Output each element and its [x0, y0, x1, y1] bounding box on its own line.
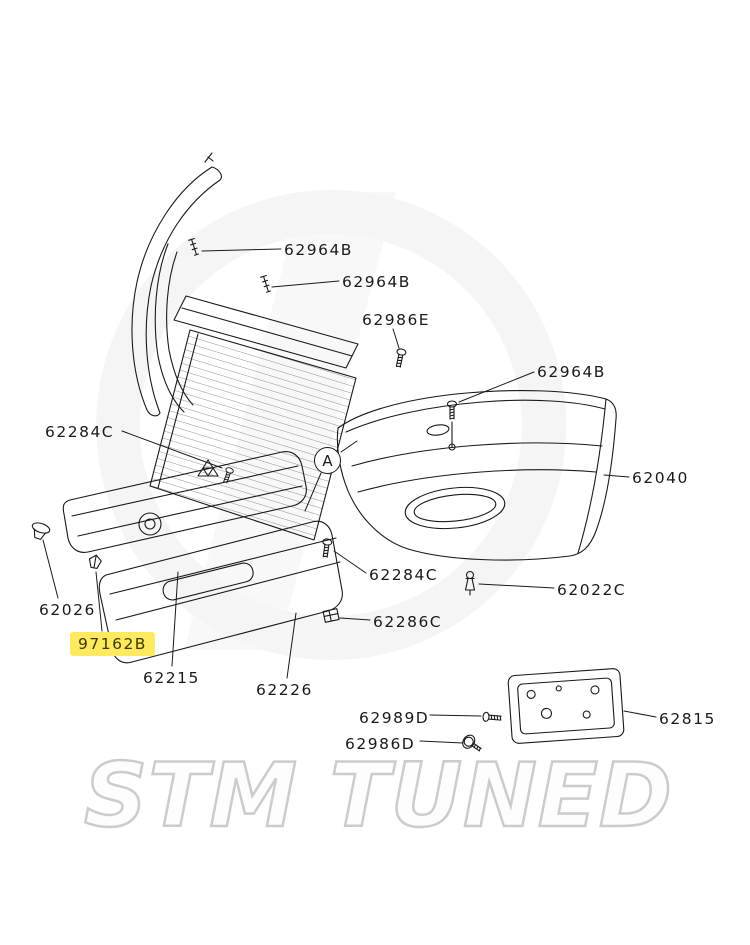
- part-label-62286c: 62286C: [373, 613, 443, 631]
- part-label-62964b-top: 62964B: [284, 241, 353, 259]
- fastener-icons: [31, 237, 502, 752]
- screw-icon-62989d: [482, 711, 502, 724]
- screw-icon-62986d: [462, 734, 482, 752]
- bumper-fascia-art: [336, 390, 617, 561]
- part-label-62040: 62040: [632, 469, 689, 487]
- part-label-62022c: 62022C: [557, 581, 627, 599]
- callout-a: A: [314, 447, 341, 474]
- part-label-62284c-bottom: 62284C: [369, 566, 439, 584]
- clip-icon-97162b: [88, 554, 102, 569]
- push-clip-icon-62022c: [464, 570, 476, 596]
- part-label-62284c-left: 62284C: [45, 423, 115, 441]
- cap-icon-62026: [31, 522, 51, 540]
- part-label-62964b-right: 62964B: [537, 363, 606, 381]
- part-label-62989d: 62989D: [359, 709, 430, 727]
- grille-header-art: [173, 295, 359, 369]
- license-plate-bracket-art: [507, 668, 625, 744]
- stm-tuned-watermark: STM TUNED: [83, 743, 673, 849]
- leader-lines: [42, 248, 657, 744]
- part-label-62226: 62226: [256, 681, 313, 699]
- clip-icon-62286c: [322, 608, 340, 623]
- part-label-62964b-mid: 62964B: [342, 273, 411, 291]
- screw-icon-62964b-right: [446, 400, 458, 420]
- part-label-62986d: 62986D: [345, 735, 416, 753]
- part-label-62026: 62026: [39, 601, 96, 619]
- part-label-62815: 62815: [659, 710, 716, 728]
- part-label-62215: 62215: [143, 669, 200, 687]
- front-grille-upper-art: [62, 451, 307, 553]
- part-label-97162b-highlighted: 97162B: [70, 632, 155, 656]
- part-label-62986e: 62986E: [362, 311, 431, 329]
- screw-icon-62284c-bottom: [320, 537, 333, 559]
- screw-icon-62986e: [393, 347, 407, 369]
- clip-icon-62964b-mid: [260, 274, 272, 294]
